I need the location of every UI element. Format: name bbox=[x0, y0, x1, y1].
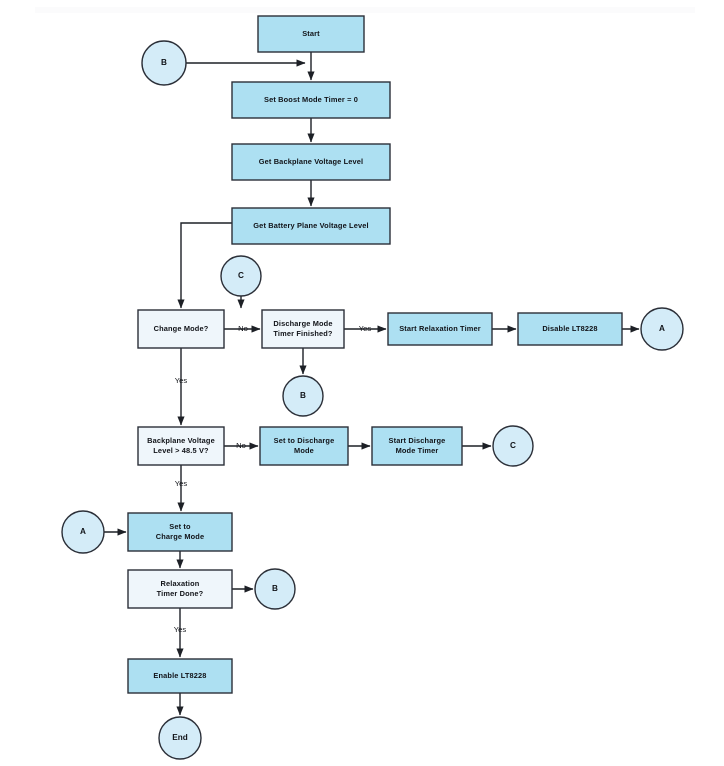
node-shape-disable-lt bbox=[517, 312, 623, 346]
node-shape-set-charge bbox=[127, 512, 233, 552]
node-shape-backplane-gt bbox=[137, 426, 225, 466]
node-conn-b-bottom[interactable]: B bbox=[254, 568, 296, 610]
edge-label-e-backplane-yes: Yes bbox=[175, 479, 188, 488]
node-shape-enable-lt bbox=[127, 658, 233, 694]
node-label-conn-c-mid: C bbox=[510, 441, 516, 450]
node-shape-conn-c-top bbox=[220, 255, 262, 297]
node-disable-lt[interactable]: Disable LT8228 bbox=[517, 312, 623, 346]
node-conn-b-top[interactable]: B bbox=[141, 40, 187, 86]
edge-label-e-discharge-yes: Yes bbox=[359, 324, 372, 333]
node-end[interactable]: End bbox=[158, 716, 202, 760]
node-get-backplane[interactable]: Get Backplane Voltage Level bbox=[231, 143, 391, 181]
node-label-conn-b-top: B bbox=[161, 58, 167, 67]
node-shape-conn-b-bottom bbox=[254, 568, 296, 610]
node-shape-end bbox=[158, 716, 202, 760]
node-shape-set-discharge bbox=[259, 426, 349, 466]
node-conn-b-mid[interactable]: B bbox=[282, 375, 324, 417]
node-shape-get-backplane bbox=[231, 143, 391, 181]
edges-layer bbox=[104, 52, 640, 716]
node-shape-discharge-done bbox=[261, 309, 345, 349]
node-label-conn-b-bottom: B bbox=[272, 584, 278, 593]
node-shape-start-relax bbox=[387, 312, 493, 346]
node-shape-change-mode bbox=[137, 309, 225, 349]
node-change-mode[interactable]: Change Mode? bbox=[137, 309, 225, 349]
node-shape-set-boost-timer bbox=[231, 81, 391, 119]
node-shape-conn-b-mid bbox=[282, 375, 324, 417]
node-set-boost-timer[interactable]: Set Boost Mode Timer = 0 bbox=[231, 81, 391, 119]
node-conn-a-right[interactable]: A bbox=[640, 307, 684, 351]
edge-e-battery-to-change bbox=[177, 222, 232, 309]
node-enable-lt[interactable]: Enable LT8228 bbox=[127, 658, 233, 694]
node-get-battery[interactable]: Get Battery Plane Voltage Level bbox=[231, 207, 391, 245]
node-shape-conn-a-right bbox=[640, 307, 684, 351]
node-label-conn-c-top: C bbox=[238, 271, 244, 280]
node-shape-relax-done bbox=[127, 569, 233, 609]
node-start[interactable]: Start bbox=[257, 15, 365, 53]
node-conn-c-top[interactable]: C bbox=[220, 255, 262, 297]
edge-label-e-backplane-no: No bbox=[236, 441, 246, 450]
node-conn-c-mid[interactable]: C bbox=[492, 425, 534, 467]
node-shape-conn-c-mid bbox=[492, 425, 534, 467]
node-shape-get-battery bbox=[231, 207, 391, 245]
node-label-conn-a-right: A bbox=[659, 324, 665, 333]
node-label-conn-a-left: A bbox=[80, 527, 86, 536]
node-label-conn-b-mid: B bbox=[300, 391, 306, 400]
edge-label-e-relaxdone-yes: Yes bbox=[174, 625, 187, 634]
edge-label-e-change-no: No bbox=[238, 324, 248, 333]
edge-label-e-change-yes: Yes bbox=[175, 376, 188, 385]
node-shape-conn-a-left bbox=[61, 510, 105, 554]
node-shape-start-dis-timer bbox=[371, 426, 463, 466]
node-start-relax[interactable]: Start Relaxation Timer bbox=[387, 312, 493, 346]
node-label-end: End bbox=[172, 733, 187, 742]
node-shape-start bbox=[257, 15, 365, 53]
node-shape-conn-b-top bbox=[141, 40, 187, 86]
node-conn-a-left[interactable]: A bbox=[61, 510, 105, 554]
